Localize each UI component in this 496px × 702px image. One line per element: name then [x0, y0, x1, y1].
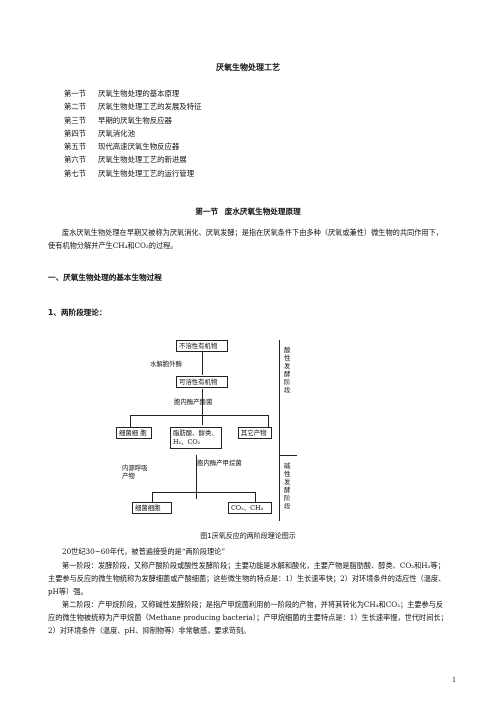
insoluble-organics-box: 不溶性有机物: [176, 340, 228, 352]
intro-paragraph: 废水厌氧生物处理在早期又被称为厌氧消化、厌氧发酵；是指在厌氧条件下由多种（厌氧或…: [48, 228, 443, 250]
connector-line: [152, 492, 256, 493]
paragraph: 20世纪30~60年代，被普遍接受的是“两阶段理论”: [62, 547, 225, 556]
toc-item: 第三节早期的厌氧生物反应器: [64, 115, 172, 125]
toc-item: 第一节厌氧生物处理的基本原理: [64, 89, 180, 98]
bacterial-cells-box-2: 细菌细胞: [132, 502, 172, 514]
bacterial-cells-box-1: 细菌细 胞: [116, 427, 152, 439]
toc-item: 第六节厌氧生物处理工艺的新进展: [64, 155, 187, 165]
connector-line: [130, 415, 131, 427]
document-title: 厌氧生物处理工艺: [216, 63, 280, 72]
alkaline-stage-label: 碱性发酵阶段: [284, 462, 291, 510]
endogenous-respiration-label: 内源呼吸产物: [122, 464, 148, 480]
toc-item: 第四节厌氧消化池: [64, 128, 135, 138]
heading-level2: 1、两阶段理论：: [48, 308, 107, 317]
stage-divider-tick: [279, 455, 297, 456]
connector-line: [202, 389, 203, 425]
heading-level1: 一、厌氧生物处理的基本生物过程: [48, 273, 162, 282]
toc-item: 第五节现代高速厌氧生物反应器: [64, 142, 180, 152]
page-number: 1: [452, 677, 456, 684]
connector-line: [268, 415, 269, 427]
figure-caption: 图1厌氧反应的两阶段理论图示: [200, 532, 296, 540]
toc-item: 第七节厌氧生物处理工艺的运行管理: [64, 168, 195, 178]
paragraph: 第一阶段：发酵阶段，又称产酸阶段或酸性发酵阶段；主要功能是水解和酸化，主要产物是…: [48, 561, 446, 596]
soluble-organics-box: 可溶性有机物: [176, 376, 228, 388]
connector-line: [152, 492, 153, 502]
paragraph: 第二阶段：产甲烷阶段，又称碱性发酵阶段；是指产甲烷菌利用前一阶段的产物，并将其转…: [48, 600, 448, 635]
stage-divider-line: [279, 340, 280, 521]
acid-enzyme-label: 胞内酶产酸菌: [174, 398, 213, 406]
final-products-box: CO₂、CH₄: [228, 502, 272, 514]
fatty-acids-box: 脂肪酸、醇类、H₂、CO₂: [170, 427, 222, 449]
connector-line: [130, 415, 268, 416]
connector-line: [255, 492, 256, 502]
connector-line: [202, 352, 203, 375]
hydrolase-label: 水解胞外酶: [150, 360, 182, 368]
connector-line: [196, 455, 197, 499]
other-products-box: 其它产物: [238, 427, 272, 439]
section-title: 第一节 废水厌氧生物处理原理: [195, 207, 301, 216]
methanogen-enzyme-label: 胞内酶产甲烷菌: [197, 459, 242, 467]
acid-stage-label: 酸性发酵阶段: [284, 346, 291, 394]
toc-item: 第二节厌氧生物处理工艺的发展及特征: [64, 102, 202, 112]
table-of-contents: 第一节厌氧生物处理的基本原理 第二节厌氧生物处理工艺的发展及特征 第三节早期的厌…: [64, 87, 201, 180]
